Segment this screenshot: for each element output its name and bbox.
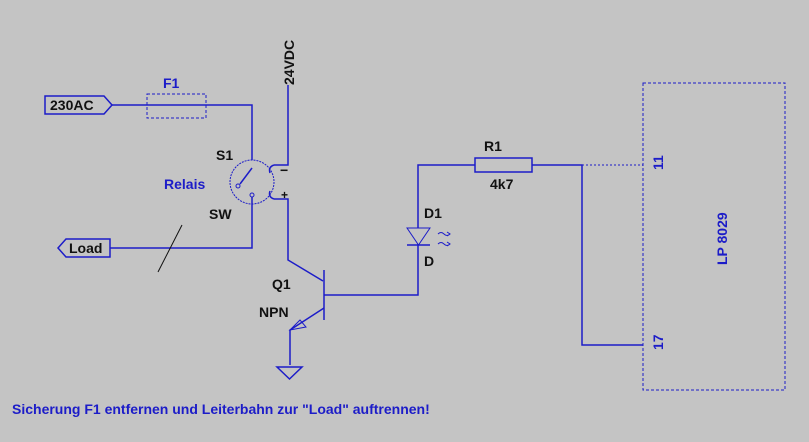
resistor-r1[interactable] bbox=[474, 157, 533, 173]
wire-230-switch bbox=[112, 104, 253, 160]
port-load[interactable]: Load bbox=[56, 238, 111, 258]
plus-sign: + bbox=[281, 188, 288, 202]
wire-base-led bbox=[324, 164, 475, 296]
wire-switch-load bbox=[110, 197, 253, 249]
diode-type: D bbox=[424, 253, 434, 269]
pin-17-label: 17 bbox=[650, 334, 666, 350]
fuse-f1[interactable] bbox=[146, 93, 207, 119]
diode-name: D1 bbox=[424, 205, 442, 221]
port-load-label: Load bbox=[69, 240, 102, 256]
resistor-value: 4k7 bbox=[490, 176, 514, 192]
minus-sign: − bbox=[280, 162, 288, 178]
transistor-name: Q1 bbox=[272, 276, 291, 292]
wire-24vdc bbox=[274, 85, 289, 166]
cut-mark bbox=[157, 224, 183, 273]
wire-collector bbox=[274, 198, 324, 282]
board-lp8029[interactable] bbox=[642, 82, 786, 391]
relay-switch-s1[interactable] bbox=[229, 159, 275, 205]
port-230ac[interactable]: 230AC bbox=[44, 95, 114, 115]
switch-type: Relais bbox=[164, 176, 205, 192]
resistor-name: R1 bbox=[484, 138, 502, 154]
led-d1[interactable] bbox=[406, 227, 451, 247]
pin-11-label: 11 bbox=[650, 155, 666, 170]
switch-name: S1 bbox=[216, 147, 233, 163]
ground-icon bbox=[275, 366, 304, 381]
fuse-label: F1 bbox=[163, 75, 180, 91]
emitter-arrow-icon bbox=[288, 319, 307, 331]
wire-r1-pin17 bbox=[532, 164, 643, 346]
switch-model: SW bbox=[209, 206, 232, 222]
instruction-note: Sicherung F1 entfernen und Leiterbahn zu… bbox=[12, 401, 430, 417]
supply-label: 24VDC bbox=[281, 40, 297, 85]
transistor-type: NPN bbox=[259, 304, 289, 320]
board-label: LP 8029 bbox=[714, 212, 730, 265]
port-230ac-label: 230AC bbox=[50, 97, 94, 113]
wire-emitter bbox=[289, 307, 325, 365]
